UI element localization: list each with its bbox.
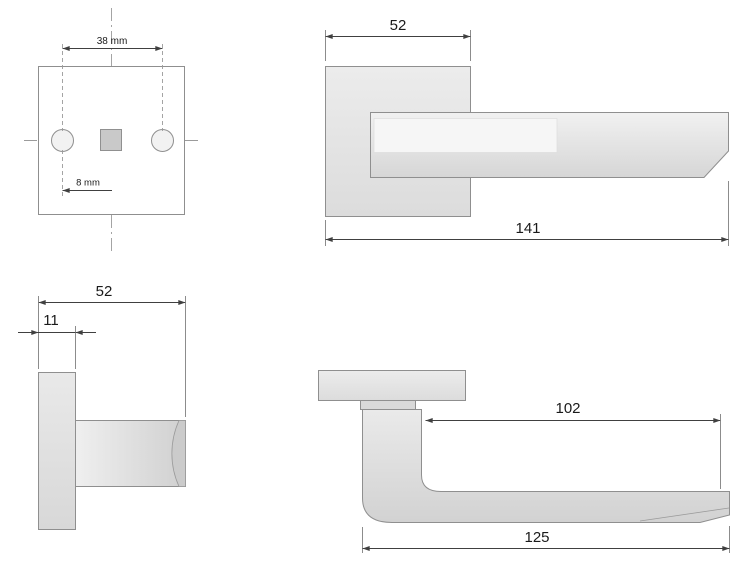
dim-label-hole-spacing: 38 mm [97,36,128,47]
right-screw-hole [151,129,174,152]
dim-label-spindle: 8 mm [76,178,100,189]
dim-label-grip-length: 102 [555,400,580,417]
lever-side-profile [362,409,730,523]
dim-label-overall-depth: 52 [96,283,113,300]
lever-neck-side [360,400,416,410]
spindle-square-hole [100,129,122,151]
lever-tip-taper-line [639,507,730,522]
handle-neck-side [75,420,186,487]
dim-label-rose-width: 52 [390,17,407,34]
rose-plate-side [38,372,76,530]
rose-front-view: 38 mm 8 mm [24,8,198,252]
left-screw-hole [51,129,74,152]
square-rose-side [318,370,466,401]
handle-neck-end-cap [171,420,186,487]
handle-front-view: 52 141 [325,17,729,246]
rose-side-view: 52 11 [18,283,186,530]
dim-label-projection: 125 [524,529,549,546]
handle-side-view: 102 125 [318,370,730,553]
lever-grip-highlight [373,118,558,153]
dim-label-overall-length: 141 [515,220,540,237]
dim-label-thickness: 11 [43,312,59,329]
